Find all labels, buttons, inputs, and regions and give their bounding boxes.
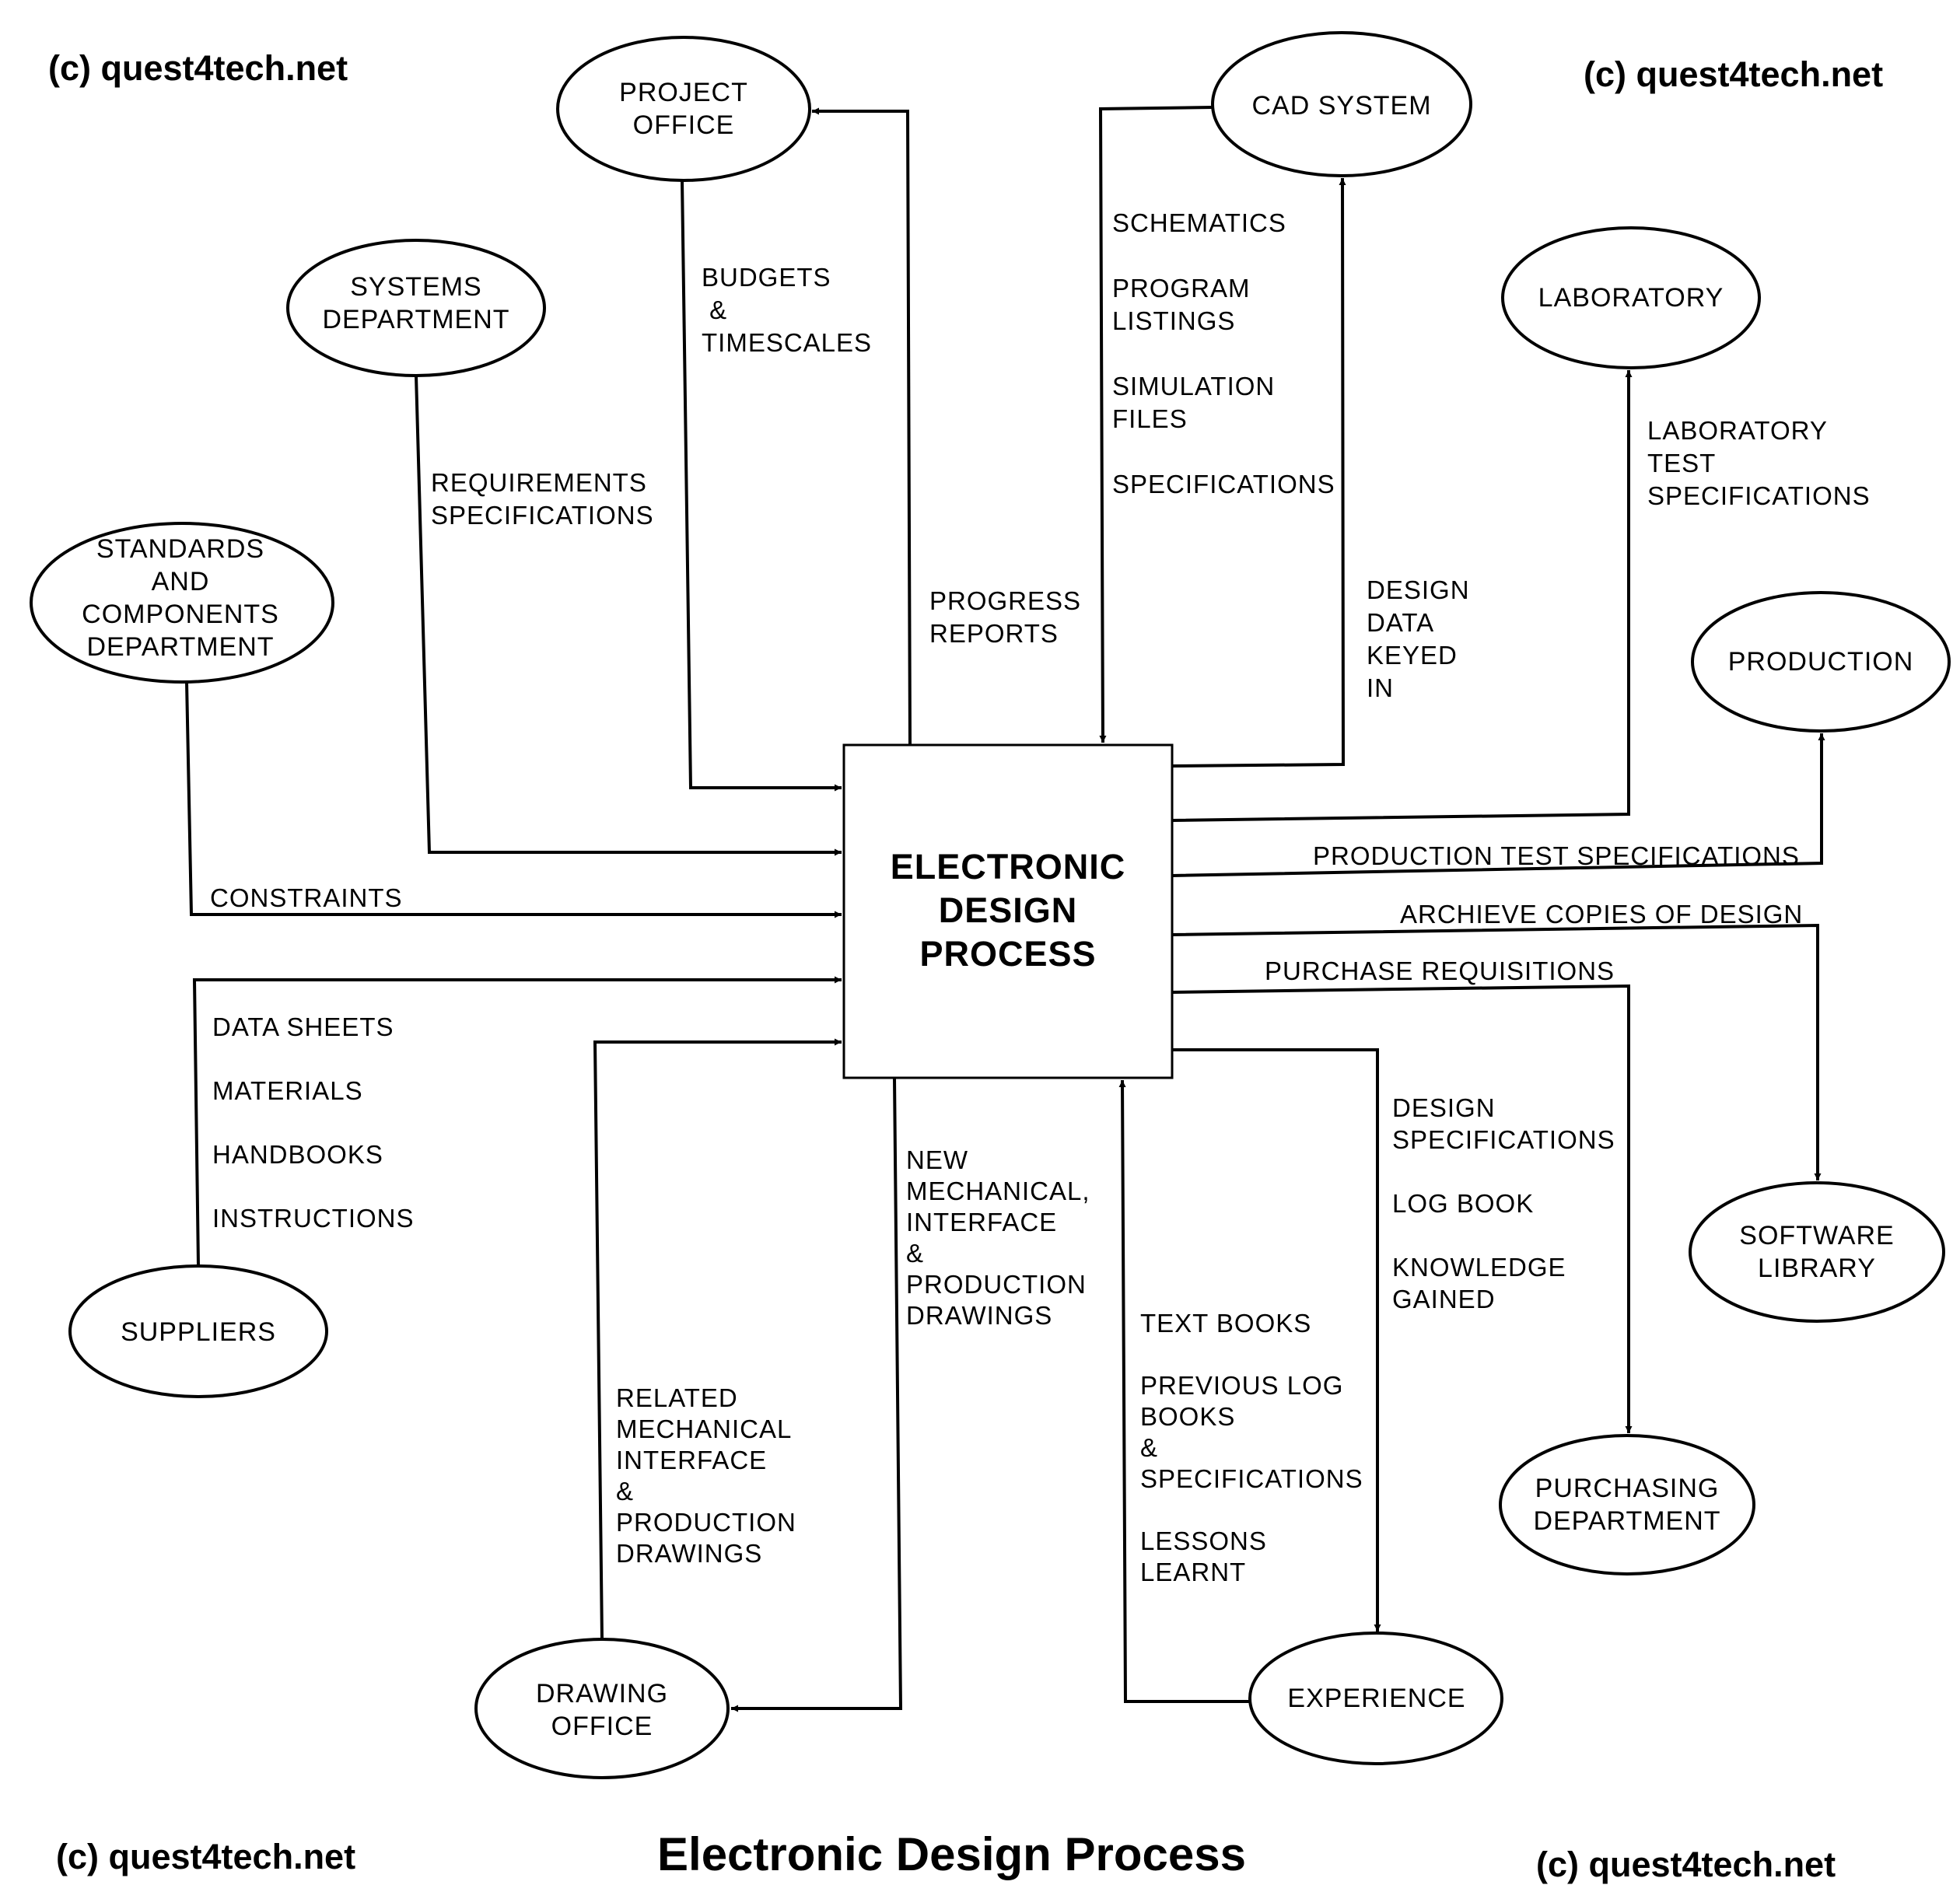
label-software-library: SOFTWARE LIBRARY [1739, 1221, 1895, 1283]
diagram-title: Electronic Design Process [657, 1828, 1246, 1880]
flow-suppliers [192, 976, 842, 1267]
flow-production-test-specs [1171, 733, 1825, 877]
flow-constraints [185, 681, 842, 918]
label-supplier-items: DATA SHEETS MATERIALS HANDBOOKS INSTRUCT… [212, 1012, 415, 1233]
node-experience [1248, 1631, 1503, 1765]
node-laboratory [1501, 226, 1761, 369]
node-standards [30, 522, 334, 684]
flow-requirements [415, 375, 842, 856]
label-laboratory: LABORATORY [1538, 283, 1724, 313]
node-production [1691, 591, 1951, 733]
watermark-bottom-left: (c) quest4tech.net [56, 1837, 356, 1876]
center-process-label: ELECTRONIC DESIGN PROCESS [890, 847, 1126, 974]
watermark-top-left: (c) quest4tech.net [48, 48, 348, 88]
node-cad-system [1211, 31, 1472, 177]
label-purchase-requisitions: PURCHASE REQUISITIONS [1265, 956, 1615, 985]
label-standards: STANDARDS AND COMPONENTS DEPARTMENT [82, 534, 279, 662]
label-budgets: BUDGETS & TIMESCALES [702, 263, 873, 357]
label-purchasing: PURCHASING DEPARTMENT [1533, 1474, 1721, 1536]
label-cad-system: CAD SYSTEM [1251, 91, 1432, 121]
flow-design-data-keyed-in [1171, 177, 1346, 768]
label-experience-outputs: DESIGN SPECIFICATIONS LOG BOOK KNOWLEDGE… [1392, 1093, 1615, 1313]
label-drawing-office: DRAWING OFFICE [535, 1679, 669, 1741]
label-cad-outputs: SCHEMATICS PROGRAM LISTINGS SIMULATION F… [1112, 208, 1335, 498]
flow-progress-reports [812, 107, 912, 746]
flow-new-drawings [731, 1077, 903, 1712]
label-production: PRODUCTION [1727, 647, 1914, 677]
label-experience: EXPERIENCE [1287, 1684, 1466, 1713]
label-new-drawings: NEW MECHANICAL, INTERFACE & PRODUCTION D… [906, 1145, 1090, 1330]
label-lab-test-specs: LABORATORY TEST SPECIFICATIONS [1647, 416, 1871, 510]
label-systems-department: SYSTEMS DEPARTMENT [322, 272, 510, 334]
node-software-library [1689, 1181, 1945, 1323]
flow-budgets [681, 180, 842, 792]
label-related-drawings: RELATED MECHANICAL INTERFACE & PRODUCTIO… [616, 1383, 796, 1568]
label-constraints: CONSTRAINTS [210, 883, 403, 912]
label-archive-copies: ARCHIEVE COPIES OF DESIGN [1400, 900, 1804, 929]
flow-experience-outputs [1172, 1048, 1381, 1631]
watermark-bottom-right: (c) quest4tech.net [1536, 1845, 1836, 1884]
flow-purchase-requisitions [1171, 984, 1633, 1433]
label-progress-reports: PROGRESS REPORTS [929, 586, 1082, 648]
label-project-office: PROJECT OFFICE [619, 78, 748, 140]
label-suppliers: SUPPLIERS [121, 1317, 276, 1347]
flow-lab-test-specs [1171, 370, 1633, 822]
center-process-box [842, 743, 1174, 1079]
flow-cad-outputs [1098, 106, 1213, 743]
label-design-data-keyed-in: DESIGN DATA KEYED IN [1367, 575, 1470, 702]
node-purchasing [1499, 1434, 1755, 1575]
label-requirements: REQUIREMENTS SPECIFICATIONS [431, 468, 654, 530]
label-production-test-specs: PRODUCTION TEST SPECIFICATIONS [1313, 841, 1800, 870]
flow-archive-copies [1171, 923, 1822, 1180]
watermark-top-right: (c) quest4tech.net [1584, 54, 1884, 94]
flow-related-drawings [593, 1038, 842, 1640]
label-experience-inputs: TEXT BOOKS PREVIOUS LOG BOOKS & SPECIFIC… [1140, 1309, 1363, 1586]
flow-experience-inputs [1118, 1079, 1250, 1703]
